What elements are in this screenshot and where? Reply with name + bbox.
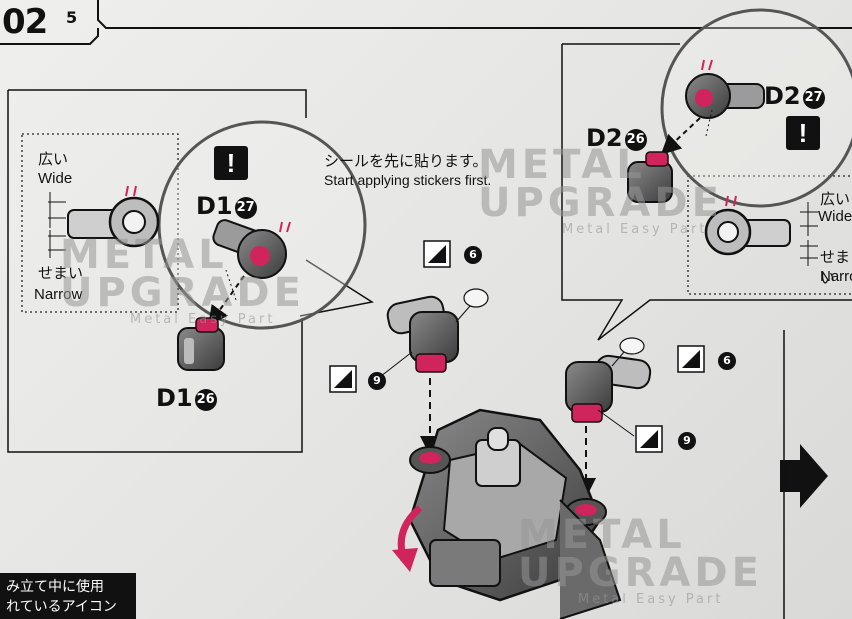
sticker-note-en: Start applying stickers first. — [324, 172, 492, 188]
icon-legend-line1: み立て中に使用 — [6, 578, 104, 594]
sticker-icon-9-right — [635, 425, 663, 453]
part-label-d1-26-text: D1 — [156, 384, 193, 412]
watermark-line1: METAL — [518, 512, 686, 558]
sticker-number-9-right: 9 — [678, 432, 696, 450]
step-sub-number: 5 — [66, 8, 78, 27]
sticker-icon-6-right — [677, 345, 705, 373]
icon-legend-box: み立て中に使用 れているアイコン — [0, 573, 136, 619]
part-number-badge: 27 — [234, 197, 257, 219]
sticker-icon-6-center — [423, 240, 451, 268]
part-label-d1-27-text: D1 — [196, 192, 233, 220]
step-number: 02 — [2, 2, 48, 42]
part-d1-27 — [212, 219, 291, 279]
sticker-note-jp: シールを先に貼ります。 — [324, 153, 488, 170]
watermark-line2: UPGRADE — [478, 180, 723, 226]
watermark-line2: UPGRADE — [518, 550, 763, 596]
part-d2-27 — [685, 59, 765, 119]
watermark-bottom: METAL UPGRADE Metal Easy Part — [518, 512, 763, 607]
narrow-label-en: Narrow — [34, 286, 83, 303]
watermark-left: METAL UPGRADE Metal Easy Part — [60, 232, 305, 327]
narrow-label-en-right: Narrow — [820, 268, 852, 285]
warning-icon-right: ! — [786, 116, 820, 150]
narrow-label-jp-right: せまい — [820, 249, 851, 287]
icon-legend-line2: れているアイコン — [6, 598, 117, 614]
narrow-label-jp: せまい — [38, 265, 84, 282]
watermark-line1: METAL — [60, 232, 228, 278]
watermark-tag: Metal Easy Part — [562, 222, 708, 237]
wide-label-en-right: Wide — [818, 208, 852, 225]
wide-label-jp: 広い — [38, 151, 69, 168]
wide-label-en: Wide — [38, 170, 73, 187]
elbow-joint-center — [386, 288, 489, 373]
part-number-badge: 27 — [802, 87, 825, 109]
part-label-d2-26-text: D2 — [586, 124, 623, 152]
ring-joint-part-left — [67, 185, 160, 248]
part-number-badge: 26 — [624, 129, 647, 151]
watermark-line2: UPGRADE — [60, 270, 305, 316]
next-step-arrow — [780, 444, 828, 508]
watermark-top-right: METAL UPGRADE Metal Easy Part — [478, 142, 723, 237]
elbow-joint-right — [565, 337, 652, 423]
torso-frame-part — [408, 408, 622, 619]
sticker-number-6-right: 6 — [718, 352, 736, 370]
wide-label-jp-right: 広い — [820, 191, 851, 208]
sticker-number-9-center: 9 — [368, 372, 386, 390]
warning-icon-left: ! — [214, 146, 248, 180]
part-d2-26 — [627, 151, 673, 203]
part-number-badge: 26 — [194, 389, 217, 411]
watermark-tag: Metal Easy Part — [130, 312, 276, 327]
sticker-number-6-center: 6 — [464, 246, 482, 264]
ring-joint-part-right — [704, 195, 791, 256]
part-label-d2-27-text: D2 — [764, 82, 801, 110]
watermark-tag: Metal Easy Part — [578, 592, 724, 607]
watermark-line1: METAL — [478, 142, 646, 188]
sticker-icon-9-center — [329, 365, 357, 393]
part-d1-26 — [177, 317, 225, 371]
